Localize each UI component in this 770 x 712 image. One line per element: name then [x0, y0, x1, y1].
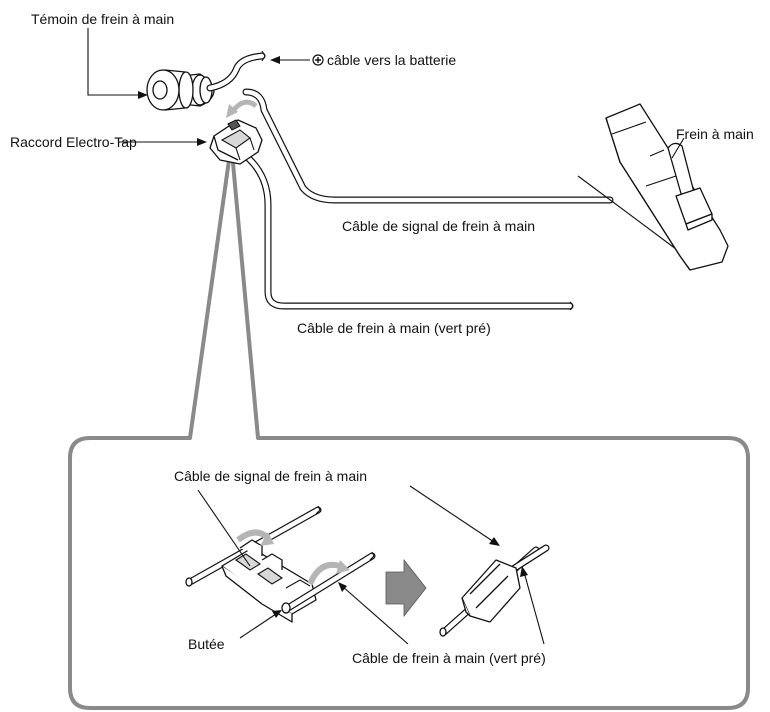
- detail-rotation-arrowhead-1: [260, 532, 274, 546]
- detail-signal-arrowhead: [489, 537, 500, 546]
- indicator-label: Témoin de frein à main: [31, 11, 175, 27]
- battery-cable-label: câble vers la batterie: [327, 52, 457, 68]
- handbrake-lever: [577, 103, 729, 271]
- stop-leader: [239, 613, 277, 639]
- connector-label: Raccord Electro-Tap: [10, 134, 137, 150]
- handbrake-cable-label: Câble de frein à main (vert pré): [297, 320, 491, 336]
- detail-cable-leader-right: [523, 571, 545, 645]
- connector-leader-arrowhead: [197, 138, 207, 146]
- signal-wire: [242, 88, 614, 204]
- detail-connector-closed: [439, 544, 550, 637]
- circled-plus-icon: [312, 54, 324, 66]
- indicator-lamp: [146, 50, 266, 111]
- indicator-leader-arrowhead: [138, 91, 148, 99]
- callout-frame: [68, 159, 750, 710]
- detail-signal-leader-right: [409, 485, 495, 543]
- stop-arrowhead: [272, 610, 282, 618]
- detail-signal-leader-left: [197, 489, 251, 567]
- transition-arrow: [385, 558, 427, 618]
- detail-handbrake-rod: [281, 551, 376, 614]
- handbrake-leader: [671, 137, 685, 159]
- handbrake-wire: [234, 146, 574, 311]
- detail-signal-cable-label: Câble de signal de frein à main: [174, 468, 368, 484]
- detail-rotation-arrowhead-2: [336, 560, 350, 574]
- detail-connector-open: [221, 539, 317, 623]
- signal-cable-label: Câble de signal de frein à main: [342, 218, 536, 234]
- detail-rotation-arrow-2: [307, 561, 341, 586]
- electro-tap-connector: [209, 119, 263, 165]
- battery-leader-arrowhead: [270, 56, 280, 64]
- handbrake-label: Frein à main: [676, 126, 754, 142]
- detail-handbrake-cable-label: Câble de frein à main (vert pré): [352, 650, 546, 666]
- detail-cable-leader-left: [341, 585, 409, 645]
- stop-label: Butée: [188, 636, 225, 652]
- detail-cable-arrowhead-left: [338, 582, 347, 592]
- detail-cable-arrowhead-right: [520, 566, 528, 577]
- rotation-arrowhead: [226, 104, 238, 118]
- indicator-leader: [87, 28, 142, 96]
